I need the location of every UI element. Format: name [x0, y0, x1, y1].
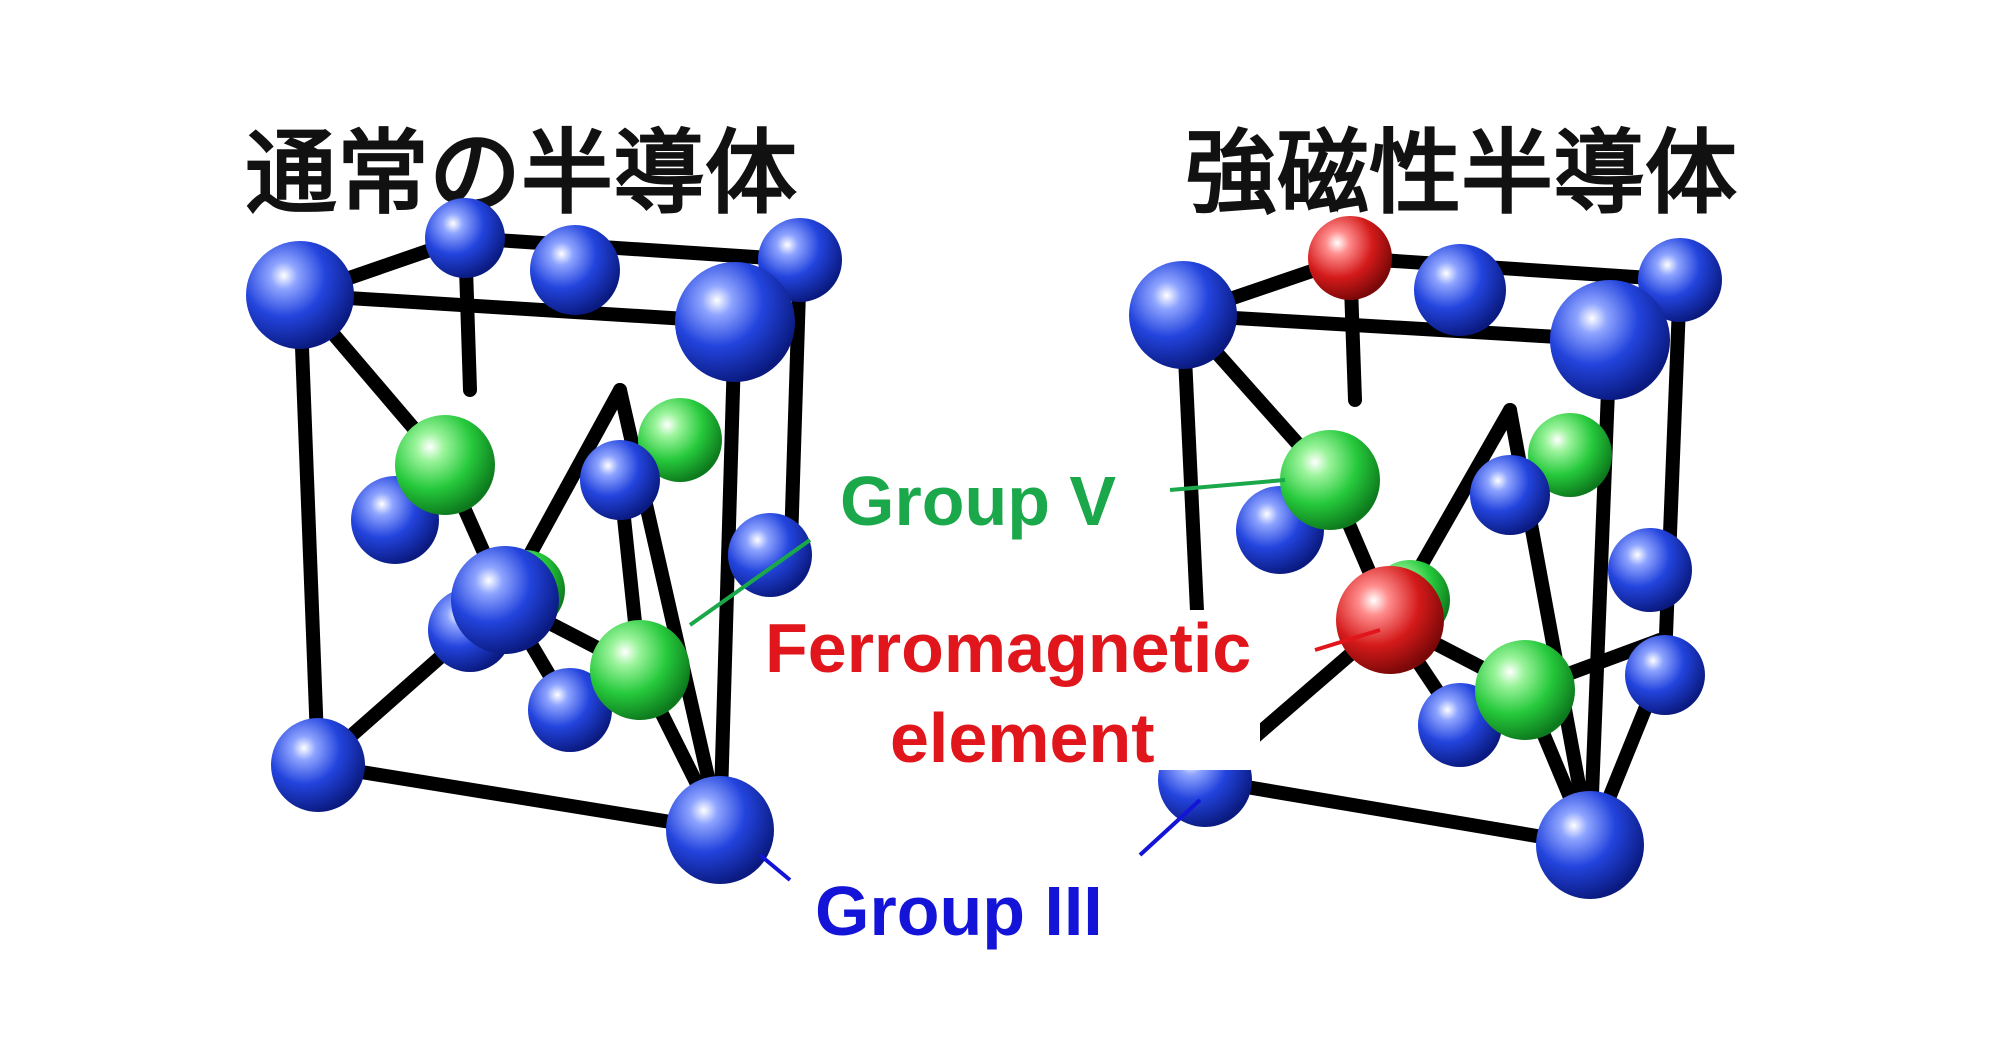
atom-ferromagnetic	[1308, 216, 1392, 300]
leader-group-v-left	[688, 538, 812, 627]
atom-group-iii	[271, 718, 365, 812]
atom-group-iii	[246, 241, 354, 349]
title-ferromagnetic-semiconductor: 強磁性半導体	[1185, 120, 1737, 227]
title-normal-semiconductor: 通常の半導体	[245, 120, 797, 227]
atom-group-iii	[1536, 791, 1644, 899]
atom-group-iii	[1414, 244, 1506, 336]
atom-group-iii	[1550, 280, 1670, 400]
atom-group-iii	[530, 225, 620, 315]
atom-group-v	[638, 398, 722, 482]
atom-group-iii	[728, 513, 812, 597]
atom-group-v	[1475, 640, 1575, 740]
label-group-iii: Group III	[815, 872, 1103, 950]
label-backdrop	[765, 610, 1260, 770]
atom-group-v	[1280, 430, 1380, 530]
atom-group-iii	[451, 546, 559, 654]
atom-group-v	[1528, 413, 1612, 497]
atom-group-iii	[758, 218, 842, 302]
leader-group-iii-left	[758, 853, 792, 882]
label-ferromagnetic: Ferromagnetic	[765, 609, 1251, 687]
atom-group-iii	[1470, 455, 1550, 535]
leader-group-iii-right	[1138, 798, 1202, 857]
crystal-atoms-left	[246, 198, 842, 884]
atom-group-iii	[1638, 238, 1722, 322]
crystal-ferromagnetic-semiconductor	[1129, 216, 1722, 899]
leader-ferromagnetic	[1314, 628, 1381, 652]
label-group-v: Group V	[840, 462, 1116, 540]
leader-group-v-right	[1169, 478, 1286, 492]
atom-group-iii	[528, 668, 612, 752]
crystal-atoms-right	[1129, 216, 1722, 899]
atom-group-iii	[1625, 635, 1705, 715]
atom-group-iii	[666, 776, 774, 884]
atom-group-v	[395, 415, 495, 515]
crystal-normal-semiconductor	[246, 198, 842, 884]
atom-group-iii	[1129, 261, 1237, 369]
atom-group-iii	[425, 198, 505, 278]
atom-ferromagnetic	[1336, 566, 1444, 674]
atom-group-iii	[580, 440, 660, 520]
atom-group-iii	[675, 262, 795, 382]
label-element: element	[890, 699, 1155, 777]
atom-group-iii	[1608, 528, 1692, 612]
atom-group-v	[590, 620, 690, 720]
